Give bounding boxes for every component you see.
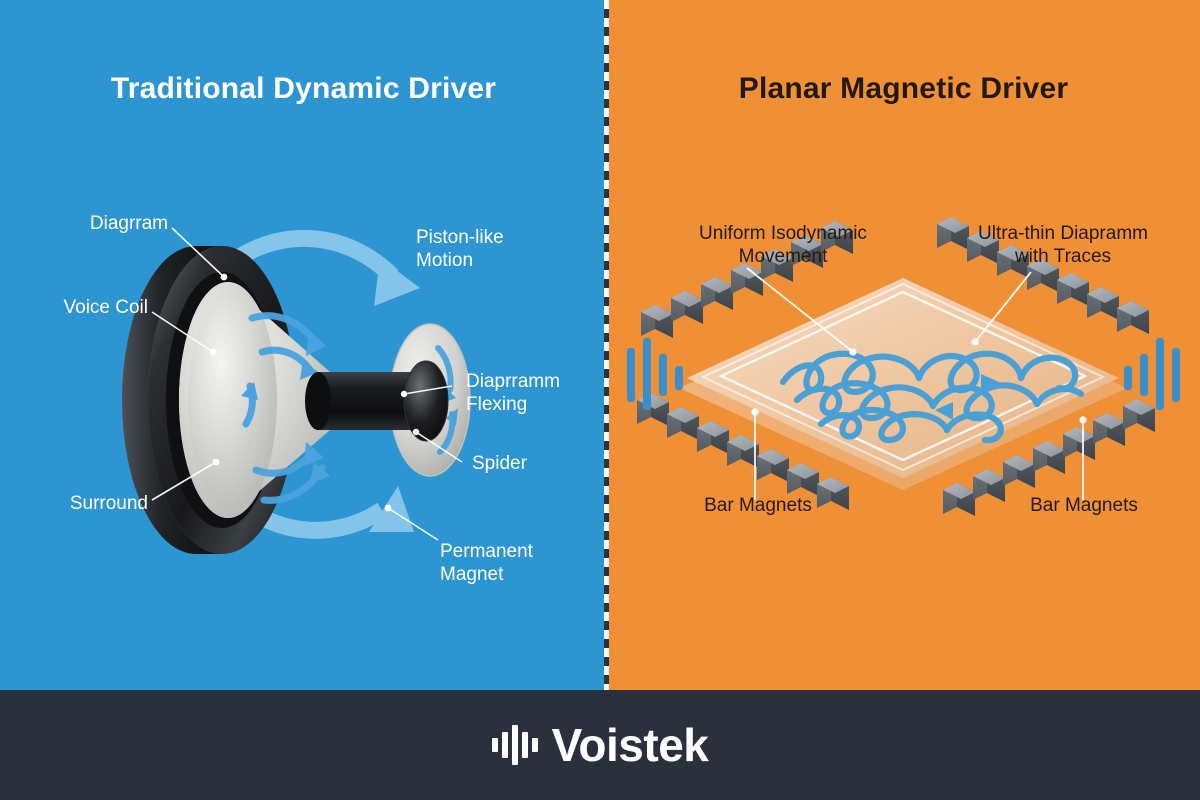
callout-ultra-thin-diaphragm: Ultra-thin Diapramm with Traces bbox=[978, 223, 1148, 268]
callout-surround: Surround bbox=[69, 493, 148, 514]
leader-dots-right bbox=[751, 338, 1087, 424]
wave-bar bbox=[511, 725, 518, 765]
callout-uniform-isodynamic-movement: Uniform Isodynamic Movement bbox=[699, 223, 867, 268]
bar-magnets-bottom-left bbox=[637, 393, 849, 510]
wave-bar bbox=[531, 738, 538, 752]
leader-lines-right bbox=[746, 267, 1084, 500]
trace-direction-arrows bbox=[935, 374, 999, 420]
wave-bar bbox=[491, 738, 498, 752]
wave-bar bbox=[521, 732, 528, 758]
callout-diaphragm-flexing: Diaprramm Flexing bbox=[466, 371, 560, 416]
bar-magnets-top-left bbox=[641, 221, 853, 338]
brand-logo: Voistek bbox=[491, 718, 709, 772]
sound-wave-left-icon bbox=[627, 338, 683, 410]
conductive-traces bbox=[779, 350, 1085, 444]
callout-diaphragm: Diagrram bbox=[89, 213, 168, 234]
panel-divider bbox=[604, 0, 609, 690]
callout-bar-magnets-left: Bar Magnets bbox=[704, 495, 812, 516]
footer-bar: Voistek bbox=[0, 690, 1200, 800]
callout-permanent-magnet: Permanent Magnet bbox=[440, 541, 533, 586]
voice-coil-cylinder bbox=[305, 360, 449, 442]
page-title-left: Traditional Dynamic Driver bbox=[110, 72, 497, 105]
callout-bar-magnets-right: Bar Magnets bbox=[1030, 495, 1138, 516]
brand-name: Voistek bbox=[551, 719, 709, 771]
bar-magnets-top-right bbox=[937, 217, 1149, 334]
bar-magnets-bottom-right bbox=[943, 399, 1155, 516]
leader-lines bbox=[151, 227, 463, 541]
wave-bar bbox=[501, 732, 508, 758]
sound-wave-right-icon bbox=[1124, 338, 1180, 410]
callout-piston-motion: Piston-like Motion bbox=[416, 227, 504, 272]
sound-wave-icon bbox=[491, 722, 538, 768]
page-title-right: Planar Magnetic Driver bbox=[738, 72, 1069, 105]
callout-spider: Spider bbox=[472, 453, 527, 474]
leader-dots bbox=[209, 273, 420, 512]
panel-planar-magnetic-driver: Planar Magnetic Driver bbox=[607, 0, 1200, 690]
planar-driver-illustration bbox=[627, 217, 1180, 516]
callout-voice-coil: Voice Coil bbox=[63, 297, 149, 318]
dynamic-driver-illustration bbox=[122, 227, 471, 554]
diaphragm-flex-arrowheads bbox=[241, 330, 330, 484]
panel-traditional-dynamic-driver: Traditional Dynamic Driver bbox=[0, 0, 607, 690]
